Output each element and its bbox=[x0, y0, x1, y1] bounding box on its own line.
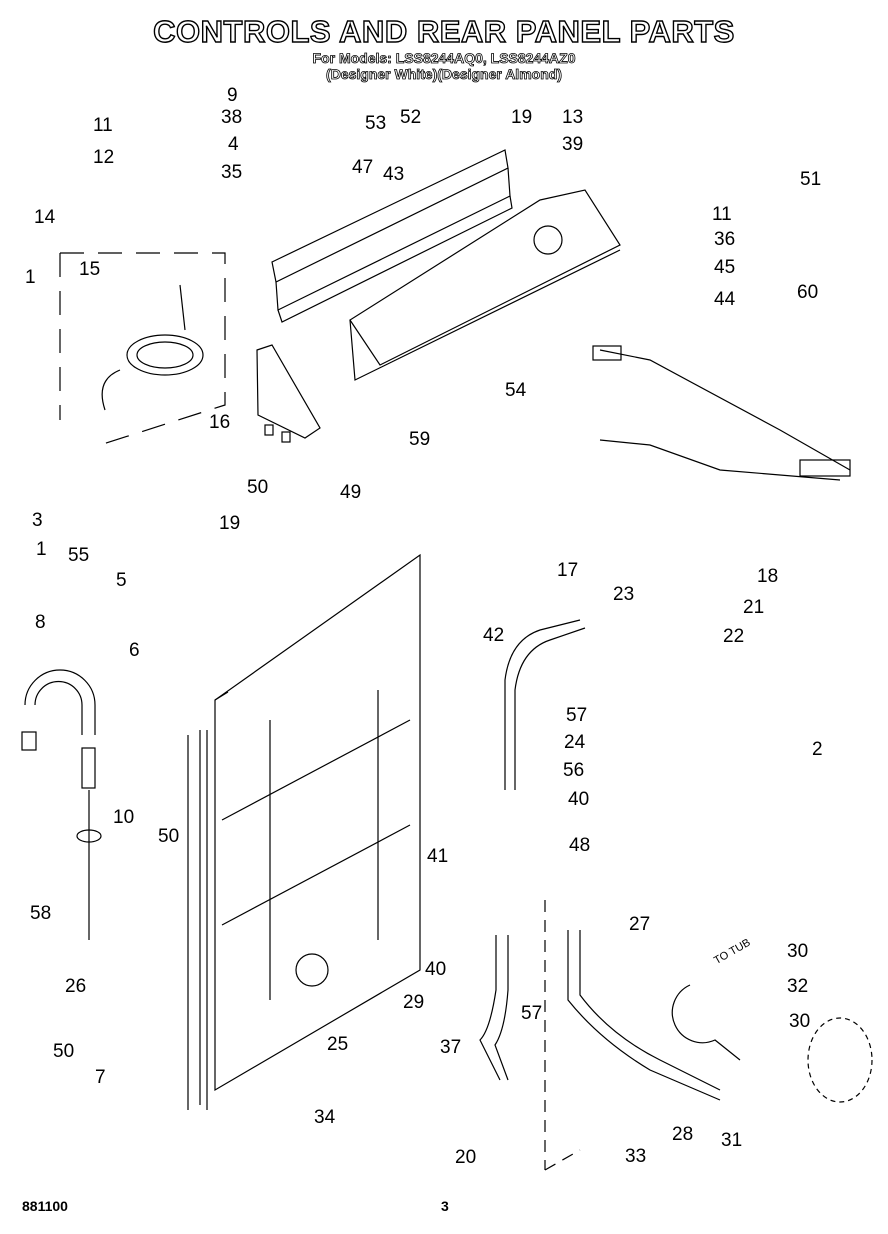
callout-52: 52 bbox=[400, 107, 422, 128]
callout-14: 14 bbox=[34, 207, 56, 228]
callout-1: 1 bbox=[36, 539, 47, 560]
callout-28: 28 bbox=[672, 1124, 694, 1145]
wire-harness bbox=[592, 345, 851, 481]
hoses bbox=[479, 619, 741, 1101]
end-cap bbox=[256, 344, 321, 443]
callout-26: 26 bbox=[65, 976, 87, 997]
callout-42: 42 bbox=[483, 625, 505, 646]
callout-19: 19 bbox=[219, 513, 241, 534]
tub-outline bbox=[807, 1017, 873, 1103]
callout-51: 51 bbox=[800, 169, 822, 190]
hose-8 bbox=[21, 669, 102, 940]
callout-44: 44 bbox=[714, 289, 736, 310]
callout-40: 40 bbox=[568, 789, 590, 810]
callout-49: 49 bbox=[340, 482, 362, 503]
callout-32: 32 bbox=[787, 976, 809, 997]
callout-40: 40 bbox=[425, 959, 447, 980]
callout-27: 27 bbox=[629, 914, 651, 935]
power-cord-kit-box bbox=[59, 252, 226, 446]
rear-panel bbox=[214, 553, 421, 1092]
callout-43: 43 bbox=[383, 164, 405, 185]
callout-31: 31 bbox=[721, 1130, 743, 1151]
callout-11: 11 bbox=[712, 204, 732, 225]
colors-subtitle: (Designer White)(Designer Almond) bbox=[326, 66, 563, 83]
callout-57: 57 bbox=[521, 1003, 543, 1024]
page-title: CONTROLS AND REAR PANEL PARTS bbox=[152, 13, 735, 49]
callout-5: 5 bbox=[116, 570, 127, 591]
callout-36: 36 bbox=[714, 229, 736, 250]
callout-24: 24 bbox=[564, 732, 586, 753]
callout-13: 13 bbox=[562, 107, 584, 128]
callout-18: 18 bbox=[757, 566, 779, 587]
callout-16: 16 bbox=[209, 412, 231, 433]
callout-6: 6 bbox=[129, 640, 140, 661]
callout-30: 30 bbox=[787, 941, 809, 962]
models-subtitle: For Models: LSS8244AQ0, LSS8244AZ0 bbox=[312, 50, 576, 67]
callout-3: 3 bbox=[32, 510, 43, 531]
callout-34: 34 bbox=[314, 1107, 336, 1128]
callout-54: 54 bbox=[505, 380, 527, 401]
callout-57: 57 bbox=[566, 705, 588, 726]
console bbox=[349, 189, 621, 381]
callout-20: 20 bbox=[455, 1147, 477, 1168]
callout-19: 19 bbox=[511, 107, 533, 128]
callout-50: 50 bbox=[247, 477, 269, 498]
callout-4: 4 bbox=[228, 134, 239, 155]
page-number: 3 bbox=[441, 1198, 449, 1214]
callout-11: 11 bbox=[93, 115, 113, 136]
callout-33: 33 bbox=[625, 1146, 647, 1167]
callout-50: 50 bbox=[53, 1041, 75, 1062]
callout-1: 1 bbox=[25, 267, 36, 288]
callout-21: 21 bbox=[743, 597, 765, 618]
callout-35: 35 bbox=[221, 162, 243, 183]
callout-23: 23 bbox=[613, 584, 635, 605]
callout-37: 37 bbox=[440, 1037, 462, 1058]
callout-60: 60 bbox=[797, 282, 819, 303]
callout-22: 22 bbox=[723, 626, 745, 647]
callout-29: 29 bbox=[403, 992, 425, 1013]
callout-39: 39 bbox=[562, 134, 584, 155]
callout-56: 56 bbox=[563, 760, 585, 781]
callout-41: 41 bbox=[427, 846, 449, 867]
callout-10: 10 bbox=[113, 807, 135, 828]
callout-53: 53 bbox=[365, 113, 387, 134]
callout-55: 55 bbox=[68, 545, 90, 566]
callout-30: 30 bbox=[789, 1011, 811, 1032]
callout-8: 8 bbox=[35, 612, 46, 633]
callout-47: 47 bbox=[352, 157, 374, 178]
callout-12: 12 bbox=[93, 147, 115, 168]
callout-48: 48 bbox=[569, 835, 591, 856]
callout-7: 7 bbox=[95, 1067, 106, 1088]
callout-59: 59 bbox=[409, 429, 431, 450]
callout-50: 50 bbox=[158, 826, 180, 847]
console-rear-panel bbox=[271, 149, 513, 323]
assembly-frame bbox=[544, 900, 581, 1171]
callout-15: 15 bbox=[79, 259, 101, 280]
callout-25: 25 bbox=[327, 1034, 349, 1055]
side-strip bbox=[187, 730, 208, 1110]
callout-45: 45 bbox=[714, 257, 736, 278]
callout-9: 9 bbox=[227, 85, 238, 106]
callout-38: 38 bbox=[221, 107, 243, 128]
callout-2: 2 bbox=[812, 739, 823, 760]
callout-58: 58 bbox=[30, 903, 52, 924]
document-number: 881100 bbox=[22, 1198, 68, 1214]
callout-17: 17 bbox=[557, 560, 579, 581]
power-cord bbox=[101, 284, 204, 411]
